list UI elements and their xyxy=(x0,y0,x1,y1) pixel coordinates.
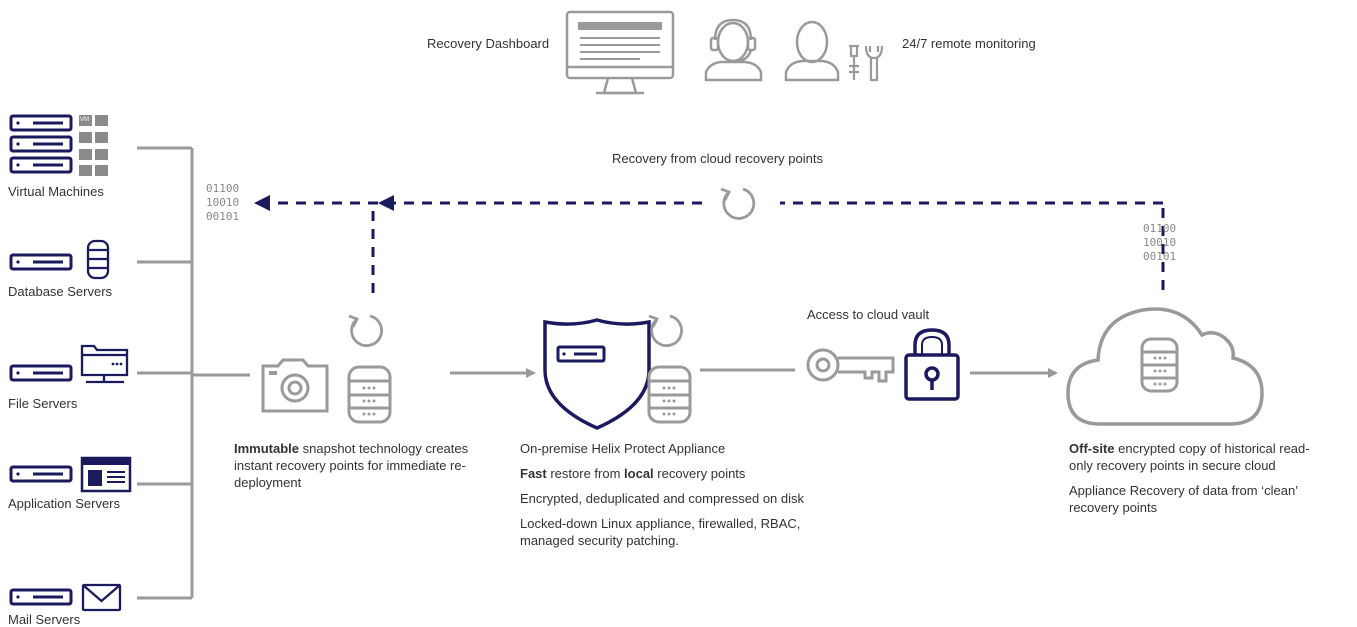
key-icon xyxy=(806,348,895,383)
cloud-description: Off-site encrypted copy of historical re… xyxy=(1069,440,1329,524)
server-led xyxy=(16,121,20,599)
appliance-line-1: On-premise Helix Protect Appliance xyxy=(520,441,726,456)
vm-tag: VM xyxy=(80,117,89,123)
binary-right: 01100 10010 00101 xyxy=(1143,222,1177,263)
cloud-database-icon xyxy=(1140,337,1179,393)
appliance-line-2: Fast restore from local recovery points xyxy=(520,465,865,482)
appliance-end: recovery points xyxy=(653,466,746,481)
application-window-icon xyxy=(80,456,132,493)
folder-network-icon xyxy=(80,344,129,384)
appliance-database-icon xyxy=(647,365,692,424)
source-label-database-servers: Database Servers xyxy=(8,284,113,299)
padlock-icon xyxy=(904,328,960,401)
source-label-application-servers: Application Servers xyxy=(8,496,120,511)
appliance-description: On-premise Helix Protect Appliance Fast … xyxy=(520,440,865,557)
source-label-virtual-machines: Virtual Machines xyxy=(8,184,104,199)
tools-icon xyxy=(849,44,884,82)
recovery-arrowheads xyxy=(254,195,394,211)
snapshot-db-dots xyxy=(362,386,376,416)
snapshot-bold: Immutable xyxy=(234,441,300,456)
cloud-icon xyxy=(1066,307,1264,426)
cloud-line-1-rest: encrypted copy of historical read-only r… xyxy=(1069,441,1310,473)
source-bus xyxy=(137,146,250,600)
folder-dots xyxy=(111,362,123,366)
cloud-recovery-label: Recovery from cloud recovery points xyxy=(612,151,823,166)
appliance-line-3: Encrypted, deduplicated and compressed o… xyxy=(520,491,805,506)
server-icon xyxy=(9,114,73,606)
monitor-icon xyxy=(565,10,675,95)
database-icon xyxy=(86,239,110,280)
monitoring-label: 24/7 remote monitoring xyxy=(902,36,1036,51)
cloud-recovery-path xyxy=(268,201,1165,293)
cloud-line-2: Appliance Recovery of data from ‘clean’ … xyxy=(1069,483,1298,515)
cloud-offsite: Off-site xyxy=(1069,441,1115,456)
snapshot-rest: snapshot technology creates instant reco… xyxy=(234,441,469,490)
source-label-file-servers: File Servers xyxy=(8,396,78,411)
cloud-line-1: Off-site encrypted copy of historical re… xyxy=(1069,440,1329,474)
appliance-refresh-icon xyxy=(648,314,683,347)
support-agent-icon xyxy=(704,18,763,82)
cloud-refresh-icon xyxy=(720,187,756,220)
dashboard-label: Recovery Dashboard xyxy=(427,36,550,51)
technician-icon xyxy=(784,20,840,82)
refresh-icon xyxy=(348,314,383,347)
vm-tags xyxy=(79,115,108,176)
shield-icon xyxy=(543,318,651,430)
vm-tag-grid: VM xyxy=(79,115,109,177)
binary-left: 01100 10010 00101 xyxy=(206,182,240,223)
source-label-mail-servers: Mail Servers xyxy=(8,612,81,627)
vault-label: Access to cloud vault xyxy=(807,307,930,322)
camera-icon xyxy=(261,358,329,413)
appliance-mid: restore from xyxy=(546,466,625,481)
appliance-local: local xyxy=(624,466,654,481)
appliance-db-dots xyxy=(662,386,676,416)
cloud-db-dots xyxy=(1153,356,1167,386)
snapshot-database-icon xyxy=(347,365,392,424)
appliance-led xyxy=(562,352,566,356)
appliance-fast: Fast xyxy=(520,466,547,481)
envelope-icon xyxy=(81,583,122,612)
appliance-line-4: Locked-down Linux appliance, firewalled,… xyxy=(520,516,801,548)
snapshot-description: Immutable snapshot technology creates in… xyxy=(234,440,474,491)
